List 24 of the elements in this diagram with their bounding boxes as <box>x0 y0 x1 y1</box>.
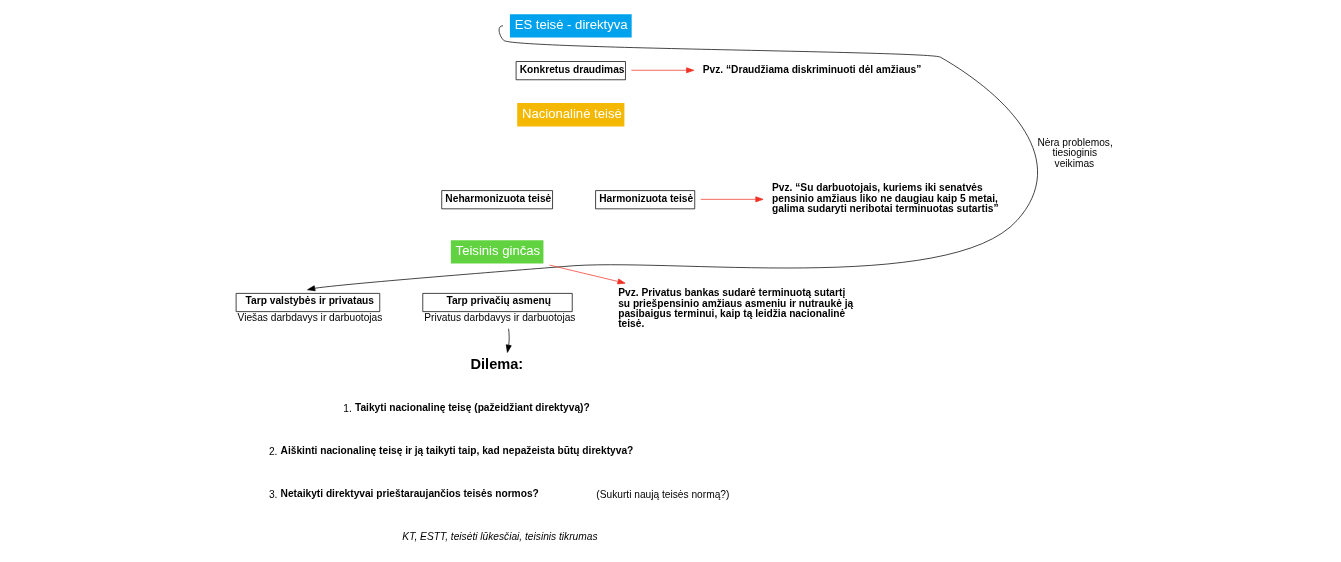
node-label: Privatus darbdavys ir darbuotojas <box>424 312 576 324</box>
node-text: Pvz. “Draudžiama diskriminuoti dėl amžiaus” <box>702 63 922 75</box>
node-box: Tarp privačių asmenų <box>422 293 573 312</box>
node-box: Harmonizuota teisė <box>595 190 696 210</box>
arrow <box>505 328 512 353</box>
arrow <box>630 67 695 74</box>
node-box: ES teisė - direktyva <box>509 14 632 38</box>
node-text: Pvz. Privatus bankas sudarė terminuotą sutartį su priešpensinio amžiaus asmeniu ir nutraukė ją pasibaigus terminui, kaip tą leidžia nacionalinė teisė. <box>618 287 854 330</box>
arrow <box>307 25 1038 292</box>
label: KT, ESTT, teisėti lūkesčiai, teisinis tikrumas <box>402 530 598 542</box>
node-box: Teisinis ginčas <box>450 240 544 264</box>
arrow <box>700 196 764 203</box>
node-text: Dilema: <box>470 355 524 372</box>
node-box: Tarp valstybės ir privataus <box>235 293 381 312</box>
node-box: Konkretus draudimas <box>515 61 626 81</box>
label: 2. Aiškinti nacionalinę teisę ir ją taikyti taip, kad nepažeista būtų direktyva? <box>268 444 634 457</box>
edge-label: Nėra problemos, tiesioginis veikimas <box>1037 136 1113 170</box>
node-box: Nacionalinė teisė <box>517 103 625 127</box>
label: 1. Taikyti nacionalinę teisę (pažeidžiant direktyvą)? <box>343 401 590 414</box>
label: 3. Netaikyti direktyvai prieštaraujančios teisės normos? (Sukurti naują teisės normą?) <box>268 487 730 500</box>
node-label: Viešas darbdavys ir darbuotojas <box>237 312 383 324</box>
node-text: Pvz. “Su darbuotojais, kuriems iki senatvės pensinio amžiaus liko ne daugiau kaip 5 metai, galima sudaryti neribotai terminuotas sutartis” <box>772 182 999 214</box>
arrow <box>549 264 626 285</box>
node-box: Neharmonizuota teisė <box>441 190 553 210</box>
